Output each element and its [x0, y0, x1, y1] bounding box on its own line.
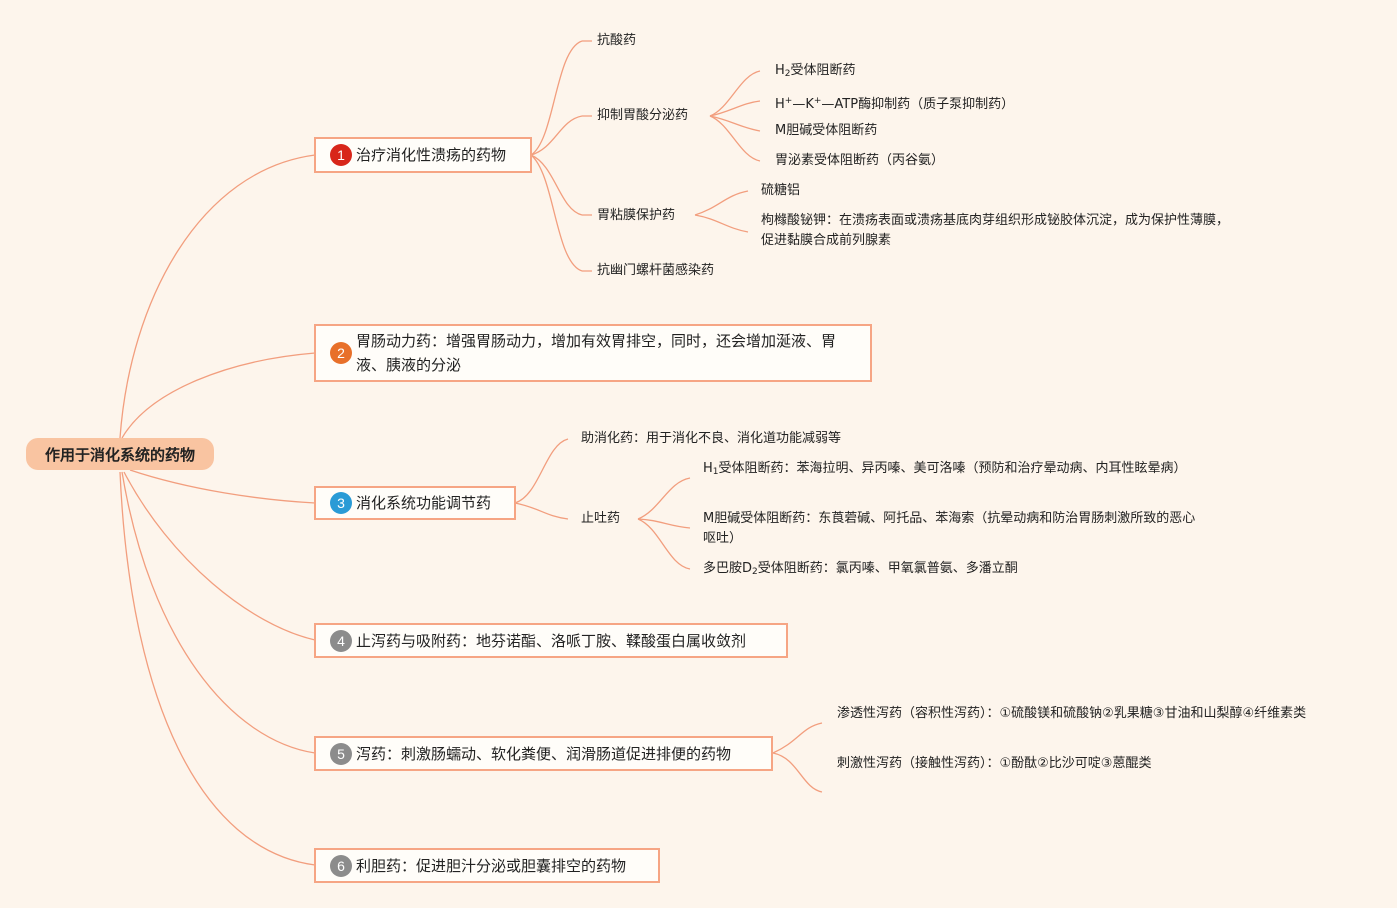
leaf-digestant[interactable]: 助消化药：用于消化不良、消化道功能减弱等 — [581, 431, 842, 446]
connector-root-b5 — [121, 471, 316, 754]
connector-inhibit-m — [709, 115, 761, 132]
leaf-ppi-plus-2: + — [813, 96, 822, 106]
connector-b1-hp — [530, 154, 583, 272]
badge-number: 4 — [330, 629, 352, 652]
leaf-ppi-mid: —K — [792, 97, 814, 112]
connector-b3-antiemetic — [514, 502, 569, 520]
leaf-m-antiemetic[interactable]: M胆碱受体阻断药：东莨菪碱、阿托品、苯海索（抗晕动病和防治胃肠刺激所致的恶心呕吐… — [703, 511, 1196, 546]
leaf-sucralfate[interactable]: 硫糖铝 — [761, 183, 801, 198]
root-node[interactable]: 作用于消化系统的药物 — [26, 438, 214, 470]
branch-label: 泻药：刺激肠蠕动、软化粪便、润滑肠道促进排便的药物 — [356, 744, 732, 763]
branch-antidiarrheal[interactable]: 4 止泻药与吸附药：地芬诺酯、洛哌丁胺、鞣酸蛋白属收敛剂 — [314, 623, 788, 658]
connector-b3-digest — [514, 438, 569, 504]
branch-label: 治疗消化性溃疡的药物 — [356, 146, 507, 164]
leaf-h1-subscript: 1 — [712, 467, 719, 477]
connector-b5-stimulant — [772, 752, 823, 793]
leaf-mucosal-protector[interactable]: 胃粘膜保护药 — [597, 208, 676, 223]
leaf-d2-prefix: 多巴胺D — [703, 561, 753, 576]
badge-number: 6 — [330, 854, 352, 877]
leaf-d2-suffix: 受体阻断药：氯丙嗪、甲氧氯普氨、多潘立酮 — [757, 561, 1018, 576]
leaf-h1-blocker[interactable]: H1受体阻断药：苯海拉明、异丙嗪、美可洛嗪（预防和治疗晕动病、内耳性眩晕病） — [703, 459, 1203, 482]
leaf-antacid[interactable]: 抗酸药 — [597, 33, 637, 48]
badge-number: 5 — [330, 742, 352, 765]
connector-root-b1 — [119, 154, 316, 439]
connector-group — [119, 40, 823, 866]
connector-protect-sucralfate — [694, 190, 749, 216]
leaf-ppi-h: H — [775, 97, 785, 112]
connector-b1-baseline — [582, 40, 592, 272]
leaf-h2-prefix: H — [775, 63, 785, 78]
leaf-ppi[interactable]: H+—K+—ATP酶抑制药（质子泵抑制药） — [775, 91, 1014, 115]
leaf-h2-subscript: 2 — [784, 69, 791, 79]
connector-root-b4 — [123, 471, 316, 641]
branch-ulcer-drugs[interactable]: 1 治疗消化性溃疡的药物 — [314, 137, 532, 173]
branch-laxative[interactable]: 5 泻药：刺激肠蠕动、软化粪便、润滑肠道促进排便的药物 — [314, 736, 773, 771]
connector-inhibit-ppi — [709, 100, 761, 117]
badge-number: 3 — [330, 492, 352, 514]
connector-b1-antacid — [530, 40, 583, 156]
branch-label: 胃肠动力药：增强胃肠动力，增加有效胃排空，同时，还会增加涎液、胃液、胰液的分泌 — [356, 332, 837, 374]
leaf-h2-suffix: 受体阻断药 — [790, 63, 856, 78]
connector-antiemetic-m — [637, 518, 691, 529]
branch-prokinetic[interactable]: 2 胃肠动力药：增强胃肠动力，增加有效胃排空，同时，还会增加涎液、胃液、胰液的分… — [314, 324, 872, 382]
leaf-d2-subscript: 2 — [752, 567, 758, 577]
leaf-acid-inhibitor[interactable]: 抑制胃酸分泌药 — [597, 108, 689, 123]
connector-antiemetic-d2 — [637, 518, 691, 570]
connector-root-b6 — [119, 471, 316, 866]
branch-choleretic[interactable]: 6 利胆药：促进胆汁分泌或胆囊排空的药物 — [314, 848, 660, 883]
leaf-m-blocker[interactable]: M胆碱受体阻断药 — [775, 123, 878, 138]
connector-b1-inhibit — [530, 115, 583, 156]
leaf-bismuth[interactable]: 枸橼酸铋钾：在溃疡表面或溃疡基底肉芽组织形成铋胶体沉淀，成为保护性薄膜，促进黏膜… — [761, 213, 1230, 248]
branch-label: 消化系统功能调节药 — [356, 494, 492, 512]
leaf-h1-prefix: H — [703, 461, 713, 476]
branch-label: 止泻药与吸附药：地芬诺酯、洛哌丁胺、鞣酸蛋白属收敛剂 — [356, 631, 747, 650]
connector-antiemetic-h1 — [637, 477, 691, 520]
leaf-ppi-plus-1: + — [784, 96, 793, 106]
leaf-gastrin-blocker[interactable]: 胃泌素受体阻断药（丙谷氨） — [775, 153, 945, 168]
leaf-anti-hp[interactable]: 抗幽门螺杆菌感染药 — [597, 263, 715, 278]
branch-digestive-regulator[interactable]: 3 消化系统功能调节药 — [314, 486, 516, 520]
branch-label: 利胆药：促进胆汁分泌或胆囊排空的药物 — [356, 856, 627, 875]
connector-b1-protect — [530, 154, 583, 216]
leaf-antiemetic[interactable]: 止吐药 — [581, 511, 621, 526]
leaf-h1-suffix: 受体阻断药：苯海拉明、异丙嗪、美可洛嗪（预防和治疗晕动病、内耳性眩晕病） — [718, 461, 1187, 476]
connector-inhibit-h2 — [709, 70, 761, 117]
leaf-osmotic-laxative[interactable]: 渗透性泻药（容积性泻药）：①硫酸镁和硫酸钠②乳果糖③甘油和山梨醇④纤维素类 — [837, 706, 1307, 721]
connector-root-b3 — [129, 469, 316, 504]
connector-protect-bismuth — [694, 214, 749, 233]
leaf-d2-blocker[interactable]: 多巴胺D2受体阻断药：氯丙嗪、甲氧氯普氨、多潘立酮 — [703, 559, 1018, 582]
badge-number: 1 — [330, 144, 352, 166]
connector-inhibit-gastrin — [709, 115, 761, 162]
leaf-h2-blocker[interactable]: H2受体阻断药 — [775, 61, 856, 84]
connector-b5-osmotic — [772, 722, 823, 754]
connector-root-b2 — [121, 352, 316, 439]
badge-number: 2 — [330, 342, 352, 364]
leaf-stimulant-laxative[interactable]: 刺激性泻药（接触性泻药）：①酚酞②比沙可啶③蒽醌类 — [837, 756, 1152, 771]
leaf-ppi-suffix: —ATP酶抑制药（质子泵抑制药） — [821, 97, 1015, 112]
